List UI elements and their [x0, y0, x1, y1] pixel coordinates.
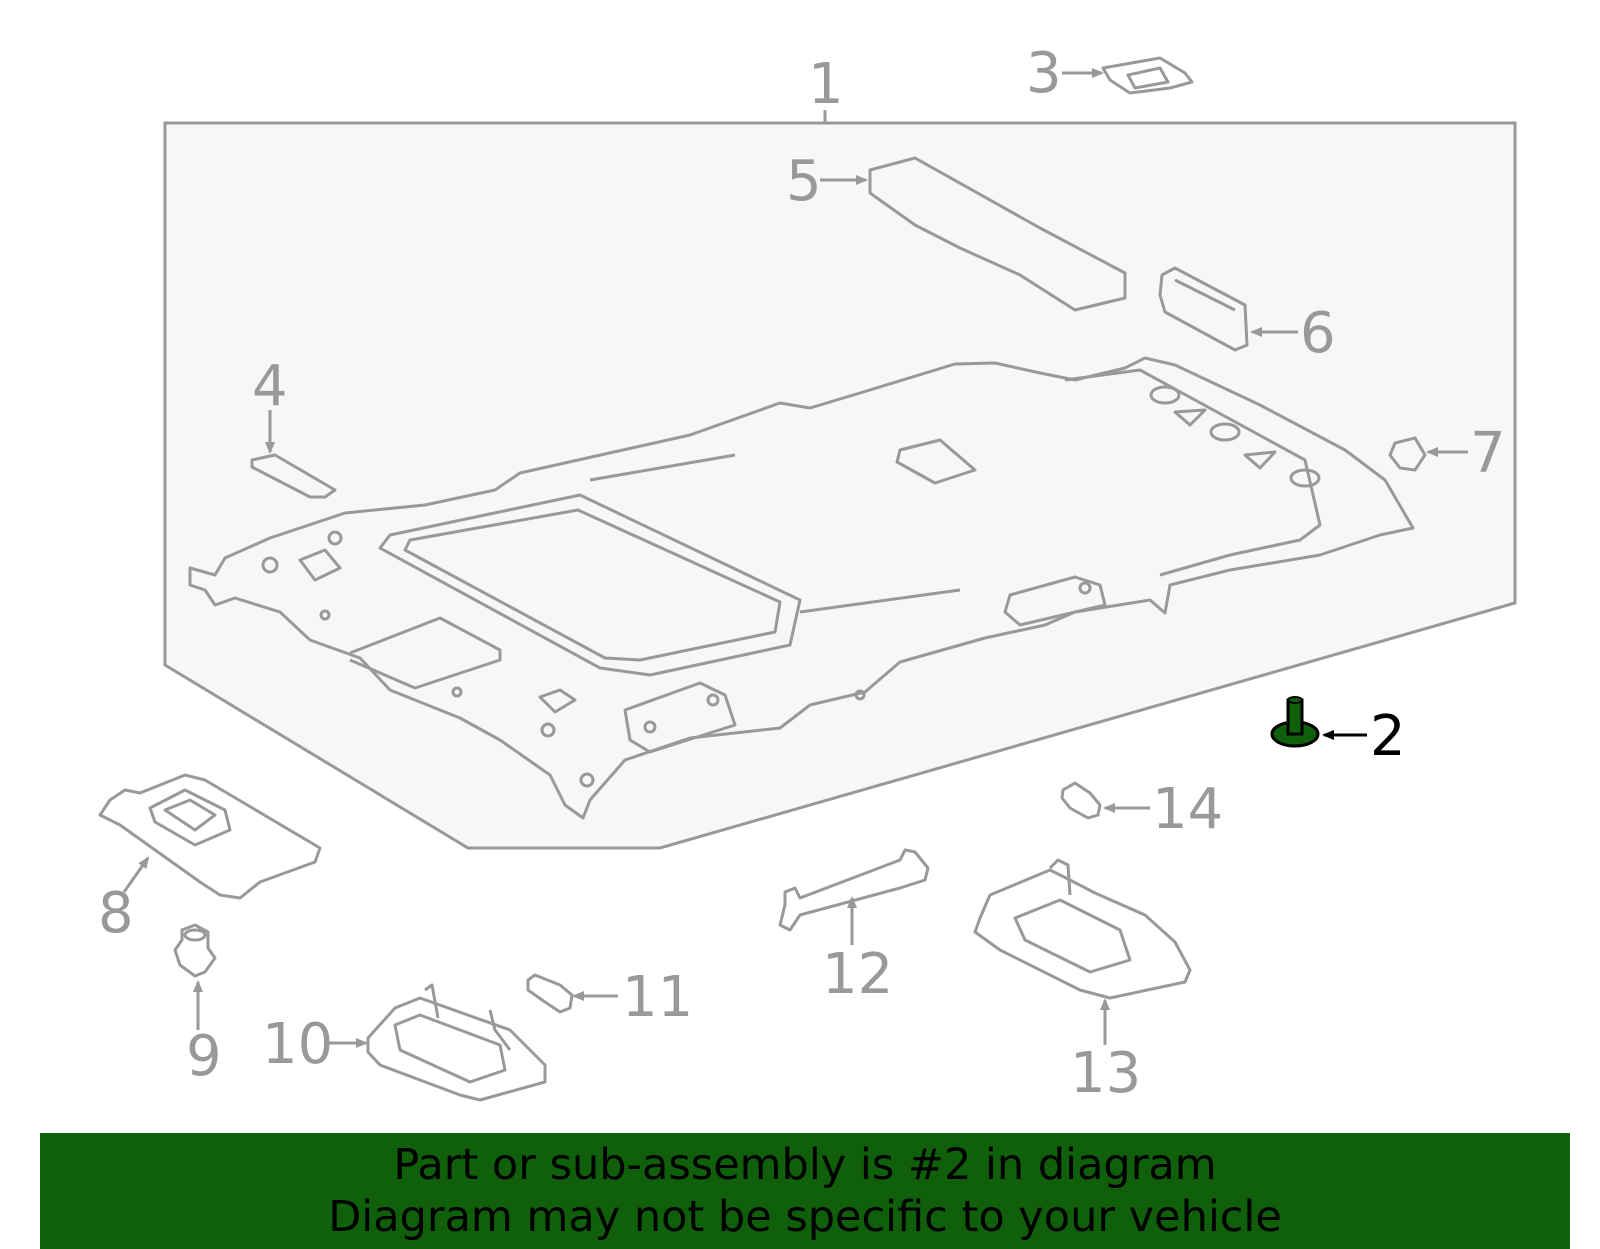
part-2-bolt-highlighted: [1270, 696, 1320, 748]
leader-arrows: [122, 68, 1468, 1048]
part-11-bulb: [526, 973, 574, 1014]
part-10-map-lamp: [366, 983, 547, 1102]
callout-12: 12: [822, 942, 893, 1007]
callout-5: 5: [786, 149, 822, 214]
part-4-strip: [250, 453, 337, 499]
callout-7: 7: [1470, 421, 1506, 486]
part-14-bulb: [1060, 781, 1102, 820]
part-13-dome-lamp: [973, 858, 1192, 1000]
callout-4: 4: [252, 354, 288, 419]
arrow-8: [122, 856, 150, 893]
part-12-grab-handle: [778, 848, 930, 932]
part-9-clip: [173, 923, 217, 978]
banner-line-disclaimer: Diagram may not be specific to your vehi…: [328, 1192, 1282, 1242]
headliner-part: [188, 356, 1415, 820]
part-6-block: [1158, 266, 1249, 352]
callout-1: 1: [808, 52, 844, 117]
info-banner: Part or sub-assembly is #2 in diagram Di…: [40, 1133, 1570, 1249]
callout-14: 14: [1152, 777, 1223, 842]
banner-line-part: Part or sub-assembly is #2 in diagram: [393, 1140, 1217, 1190]
callout-3: 3: [1026, 41, 1062, 106]
part-7-cap: [1388, 436, 1427, 472]
part-8-sun-visor: [98, 773, 322, 900]
part-5-pad: [868, 156, 1127, 312]
callout-10: 10: [262, 1012, 333, 1077]
callout-13: 13: [1070, 1041, 1141, 1106]
callout-2: 2: [1370, 704, 1406, 769]
callout-labels: 1 2 3 4 5 6 7 8 9 10 11 12 13 14: [98, 41, 1506, 1106]
assembly-panel: [163, 121, 1517, 850]
callout-9: 9: [186, 1024, 222, 1089]
callout-8: 8: [98, 881, 134, 946]
part-3-clip: [1101, 56, 1194, 95]
callout-11: 11: [622, 965, 693, 1030]
callout-6: 6: [1300, 301, 1336, 366]
